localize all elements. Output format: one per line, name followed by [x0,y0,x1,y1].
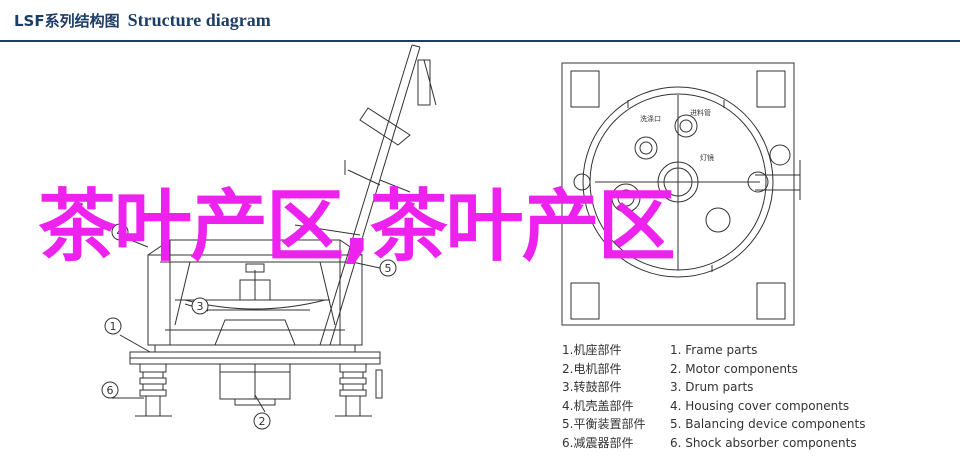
legend-en-1: 1. Frame parts [670,343,758,357]
title-chinese: LSF系列结构图 [14,12,120,30]
callout-3: 3 [197,300,204,313]
motor [214,319,296,406]
callout-1: 1 [110,320,117,333]
legend-en-5: 5. Balancing device components [670,417,866,431]
lifting-arm [294,44,437,346]
callout-2: 2 [259,415,266,428]
callout-5: 5 [385,262,392,275]
top-view [561,62,801,326]
title-english: Structure diagram [127,10,271,30]
legend-cn-2: 2.电机部件 [562,361,622,376]
shock-absorber-left [135,363,172,417]
callout-4: 4 [117,226,124,239]
legend-en-6: 6. Shock absorber components [670,435,857,450]
parts-legend: 1.机座部件 1. Frame parts 2.电机部件 2. Motor co… [562,342,890,451]
page-title: LSF系列结构图 Structure diagram [14,10,271,31]
header-rule [0,40,960,42]
label-light-mirror: 灯镜 [700,153,714,162]
shock-absorber-right [335,363,383,417]
legend-en-3: 3. Drum parts [670,380,754,394]
legend-en-2: 2. Motor components [670,361,798,376]
legend-cn-3: 3.转鼓部件 [562,380,622,394]
legend-cn-4: 4.机壳盖部件 [562,398,634,413]
overlay-watermark-text: 茶叶产区,茶叶产区 [38,182,676,272]
frame-base [129,345,381,365]
callout-6: 6 [107,384,114,397]
label-clean-port: 洗涤口 [640,114,661,123]
legend-en-4: 4. Housing cover components [670,398,850,413]
legend-cn-1: 1.机座部件 [562,343,622,357]
label-feed-pipe: 进料管 [690,108,711,117]
legend-cn-5: 5.平衡装置部件 [562,417,646,431]
legend-cn-6: 6.减震器部件 [562,435,634,450]
